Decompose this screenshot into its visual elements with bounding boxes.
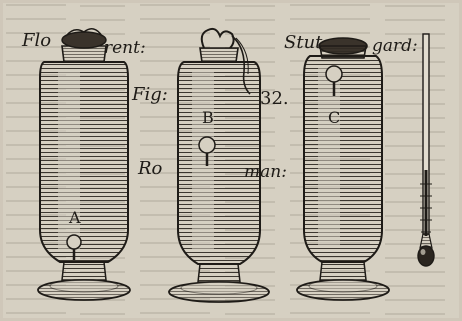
- label-letter-c: C: [328, 110, 340, 126]
- label-stutgard-1: Stut: [284, 34, 322, 52]
- label-florent-2: rent:: [104, 40, 146, 57]
- label-fig: Fig:: [132, 86, 168, 104]
- label-letter-b: B: [202, 110, 214, 126]
- label-letter-a: A: [69, 210, 81, 226]
- label-florent-1: Flo: [22, 32, 51, 50]
- label-roman-1: Ro: [138, 160, 162, 178]
- label-stutgard-2: gard:: [372, 38, 418, 55]
- label-fig-number: 32.: [260, 90, 289, 108]
- label-roman-2: man:: [244, 164, 287, 181]
